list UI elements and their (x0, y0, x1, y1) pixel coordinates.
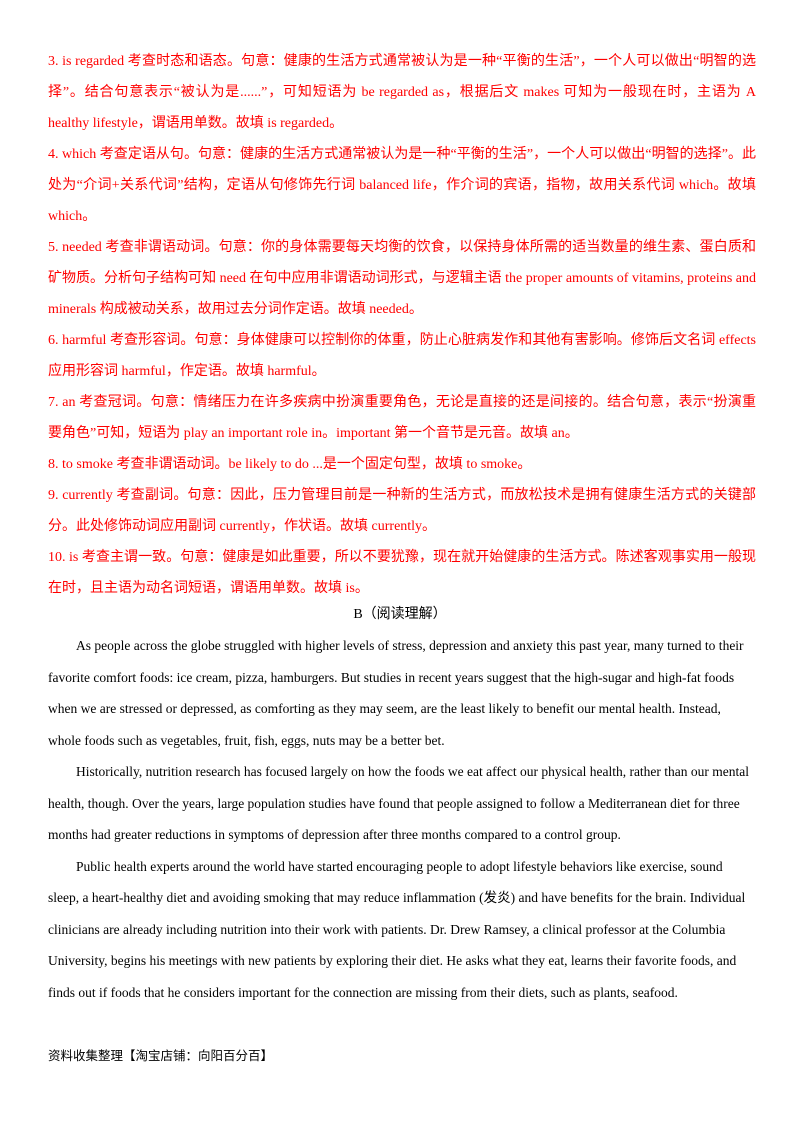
answer-item-10: 10. is 考查主谓一致。句意：健康是如此重要，所以不要犹豫，现在就开始健康的… (48, 550, 756, 596)
passage-paragraph-2: Historically, nutrition research has foc… (48, 764, 750, 842)
answer-item-5: 5. needed 考查非谓语动词。句意：你的身体需要每天均衡的饮食，以保持身体… (48, 240, 756, 317)
passage-paragraph-1: As people across the globe struggled wit… (48, 638, 744, 748)
page-footer: 资料收集整理【淘宝店铺：向阳百分百】 (48, 1049, 274, 1063)
section-title: B（阅读理解） (353, 607, 447, 622)
answer-item-3: 3. is regarded 考查时态和语态。句意：健康的生活方式通常被认为是一… (48, 54, 756, 131)
answer-item-6: 6. harmful 考查形容词。句意：身体健康可以控制你的体重，防止心脏病发作… (48, 333, 756, 379)
answer-item-9: 9. currently 考查副词。句意：因此，压力管理目前是一种新的生活方式，… (48, 488, 756, 534)
reading-passage: As people across the globe struggled wit… (48, 630, 756, 1008)
answer-item-8: 8. to smoke 考查非谓语动词。be likely to do ...是… (48, 457, 532, 472)
passage-paragraph-3: Public health experts around the world h… (48, 858, 746, 1000)
answer-key: 3. is regarded 考查时态和语态。句意：健康的生活方式通常被认为是一… (48, 46, 756, 604)
answer-item-7: 7. an 考查冠词。句意：情绪压力在许多疾病中扮演重要角色，无论是直接的还是间… (48, 395, 756, 441)
answer-item-4: 4. which 考查定语从句。句意：健康的生活方式通常被认为是一种“平衡的生活… (48, 147, 756, 224)
